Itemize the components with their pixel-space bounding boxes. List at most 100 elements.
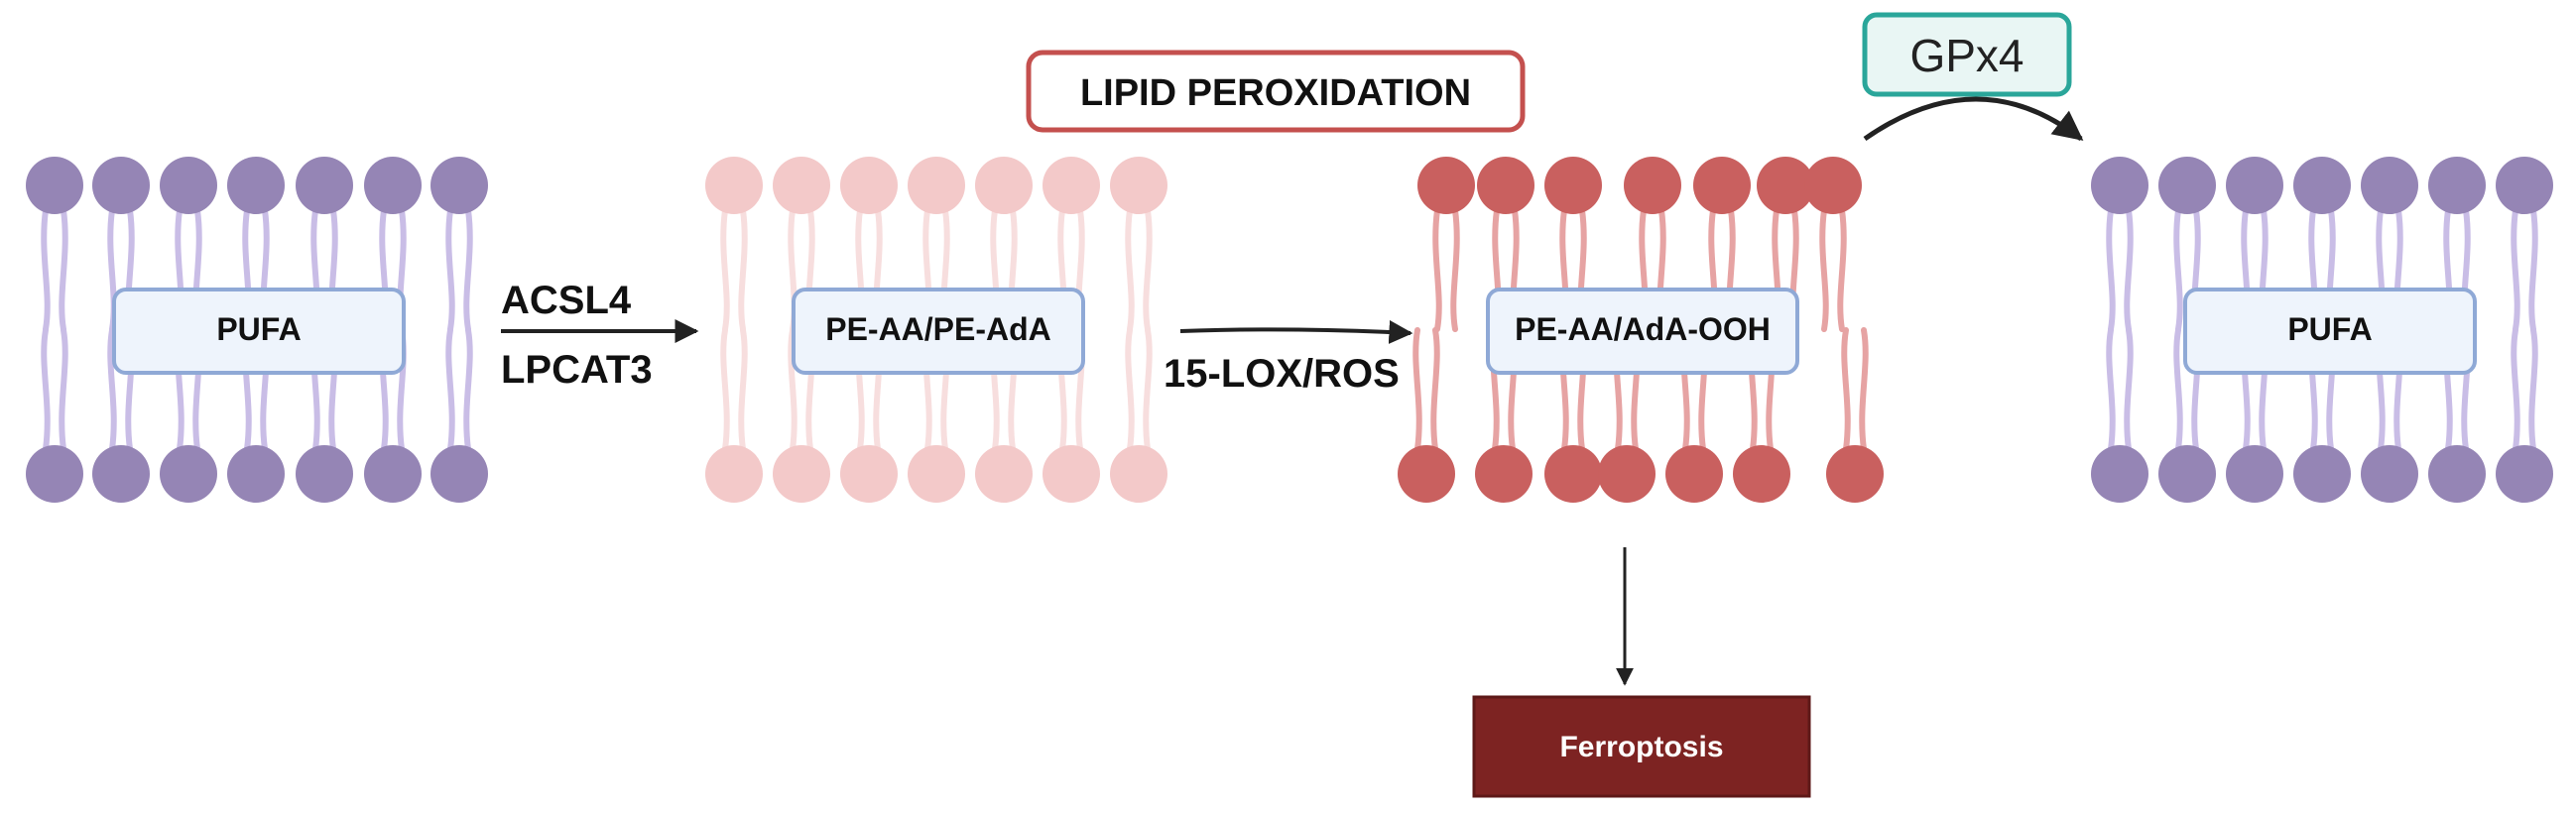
lipid-tail — [1432, 207, 1442, 332]
gpx4-node: GPx4 — [1862, 12, 2084, 142]
lipid-peroxidation-label: LIPID PEROXIDATION — [1080, 72, 1471, 114]
lipid-tail — [1430, 327, 1440, 452]
lipid-bilayer-1 — [26, 157, 488, 503]
lipid-tail — [1450, 207, 1460, 332]
membrane-label-4: PUFA — [2287, 311, 2372, 347]
lipid-tail — [1837, 207, 1847, 332]
lipid-peroxidation-header: LIPID PEROXIDATION — [1026, 50, 1526, 133]
membrane-label-box-4 — [2183, 288, 2477, 375]
membrane-label-box-3 — [1486, 288, 1799, 375]
lipid-tail — [463, 327, 473, 452]
lipid-head-top — [1624, 157, 1681, 214]
ferroptosis-label: Ferroptosis — [1559, 731, 1723, 763]
lipid-tail — [1412, 327, 1422, 452]
membrane-label-3: PE-AA/AdA-OOH — [1515, 311, 1771, 347]
lipid-head-bottom — [705, 445, 763, 503]
arrow-step-2: 15-LOX/ROS — [1164, 319, 1413, 396]
lipid-tail — [2173, 327, 2183, 452]
lipid-head-bottom — [773, 445, 830, 503]
lipid-tail — [59, 327, 68, 452]
lipid-head-top — [26, 157, 83, 214]
lipid-tail — [720, 327, 730, 452]
lipid-tail — [2528, 207, 2538, 332]
lipid-head-bottom — [26, 445, 83, 503]
lipid-head-top — [2226, 157, 2283, 214]
lipid-head-top — [2496, 157, 2553, 214]
lipid-tail — [1841, 327, 1851, 452]
lipid-tail — [720, 207, 730, 332]
lipid-head-bottom — [296, 445, 353, 503]
lipid-tail — [2528, 327, 2538, 452]
lipid-tail — [445, 327, 455, 452]
lipid-head-top — [975, 157, 1033, 214]
lipid-head-top — [1757, 157, 1814, 214]
lipid-head-bottom — [840, 445, 898, 503]
lipid-head-bottom — [975, 445, 1033, 503]
lipid-tail — [1859, 327, 1869, 452]
lipid-head-bottom — [2091, 445, 2148, 503]
membrane-pufa-right: PUFA — [2091, 157, 2553, 503]
lipid-head-top — [2428, 157, 2486, 214]
lipid-tail — [738, 327, 748, 452]
arrow-step-1: ACSL4 LPCAT3 — [501, 279, 699, 392]
lipid-peroxidation-box — [1026, 50, 1526, 133]
lipid-head-top — [1417, 157, 1475, 214]
lipid-head-top — [705, 157, 763, 214]
lipid-tail — [41, 327, 51, 452]
lipid-head-top — [227, 157, 285, 214]
lipid-head-bottom — [160, 445, 217, 503]
gpx4-box — [1862, 12, 2072, 97]
lipid-head-top — [1804, 157, 1862, 214]
lipid-tail — [59, 207, 68, 332]
lipid-tail — [2124, 207, 2134, 332]
lipid-head-bottom — [2293, 445, 2351, 503]
lipid-head-top — [2158, 157, 2216, 214]
lipid-head-top — [160, 157, 217, 214]
ferroptosis-outcome: Ferroptosis — [1472, 547, 1811, 798]
lipid-head-top — [92, 157, 150, 214]
lipid-tail — [41, 207, 51, 332]
arrow-step-2-line — [1179, 319, 1413, 344]
lipid-tail — [2106, 207, 2116, 332]
lipid-head-bottom — [1475, 445, 1533, 503]
lipid-head-bottom — [1043, 445, 1100, 503]
lipid-tail — [2511, 327, 2520, 452]
gpx4-arrow — [1863, 96, 2084, 142]
membrane-label-1: PUFA — [216, 311, 301, 347]
membrane-pufa-left: PUFA — [26, 157, 488, 503]
lipid-head-bottom — [1598, 445, 1656, 503]
lipid-head-top — [908, 157, 965, 214]
lipid-head-bottom — [2496, 445, 2553, 503]
lipid-tail — [1125, 207, 1135, 332]
lipid-head-bottom — [1826, 445, 1884, 503]
lipid-head-bottom — [908, 445, 965, 503]
lipid-head-bottom — [364, 445, 422, 503]
lipid-head-top — [2361, 157, 2418, 214]
lipid-tail — [2106, 327, 2116, 452]
lipid-bilayer-4 — [2091, 157, 2553, 503]
lipid-tail — [463, 207, 473, 332]
lipid-head-bottom — [2428, 445, 2486, 503]
gpx4-label: GPx4 — [1909, 30, 2024, 81]
lipid-head-top — [773, 157, 830, 214]
membrane-label-box-2 — [792, 288, 1085, 375]
lipid-head-bottom — [2226, 445, 2283, 503]
lipid-head-top — [430, 157, 488, 214]
lipid-tail — [2511, 207, 2520, 332]
lipid-tail — [1819, 207, 1829, 332]
lipid-head-bottom — [1110, 445, 1167, 503]
enzyme-label-lpcat3: LPCAT3 — [501, 348, 653, 392]
lipid-tail — [1143, 207, 1153, 332]
membrane-oxidized: PE-AA/AdA-OOH — [1398, 157, 1884, 503]
lipid-tail — [738, 207, 748, 332]
lipid-head-top — [1693, 157, 1751, 214]
step-2-label: 15-LOX/ROS — [1164, 352, 1400, 396]
lipid-head-top — [1544, 157, 1602, 214]
lipid-head-bottom — [92, 445, 150, 503]
membrane-label-box-1 — [112, 288, 406, 375]
lipid-head-top — [296, 157, 353, 214]
lipid-head-bottom — [430, 445, 488, 503]
lipid-tail — [1125, 327, 1135, 452]
lipid-head-bottom — [2158, 445, 2216, 503]
lipid-head-bottom — [1733, 445, 1790, 503]
